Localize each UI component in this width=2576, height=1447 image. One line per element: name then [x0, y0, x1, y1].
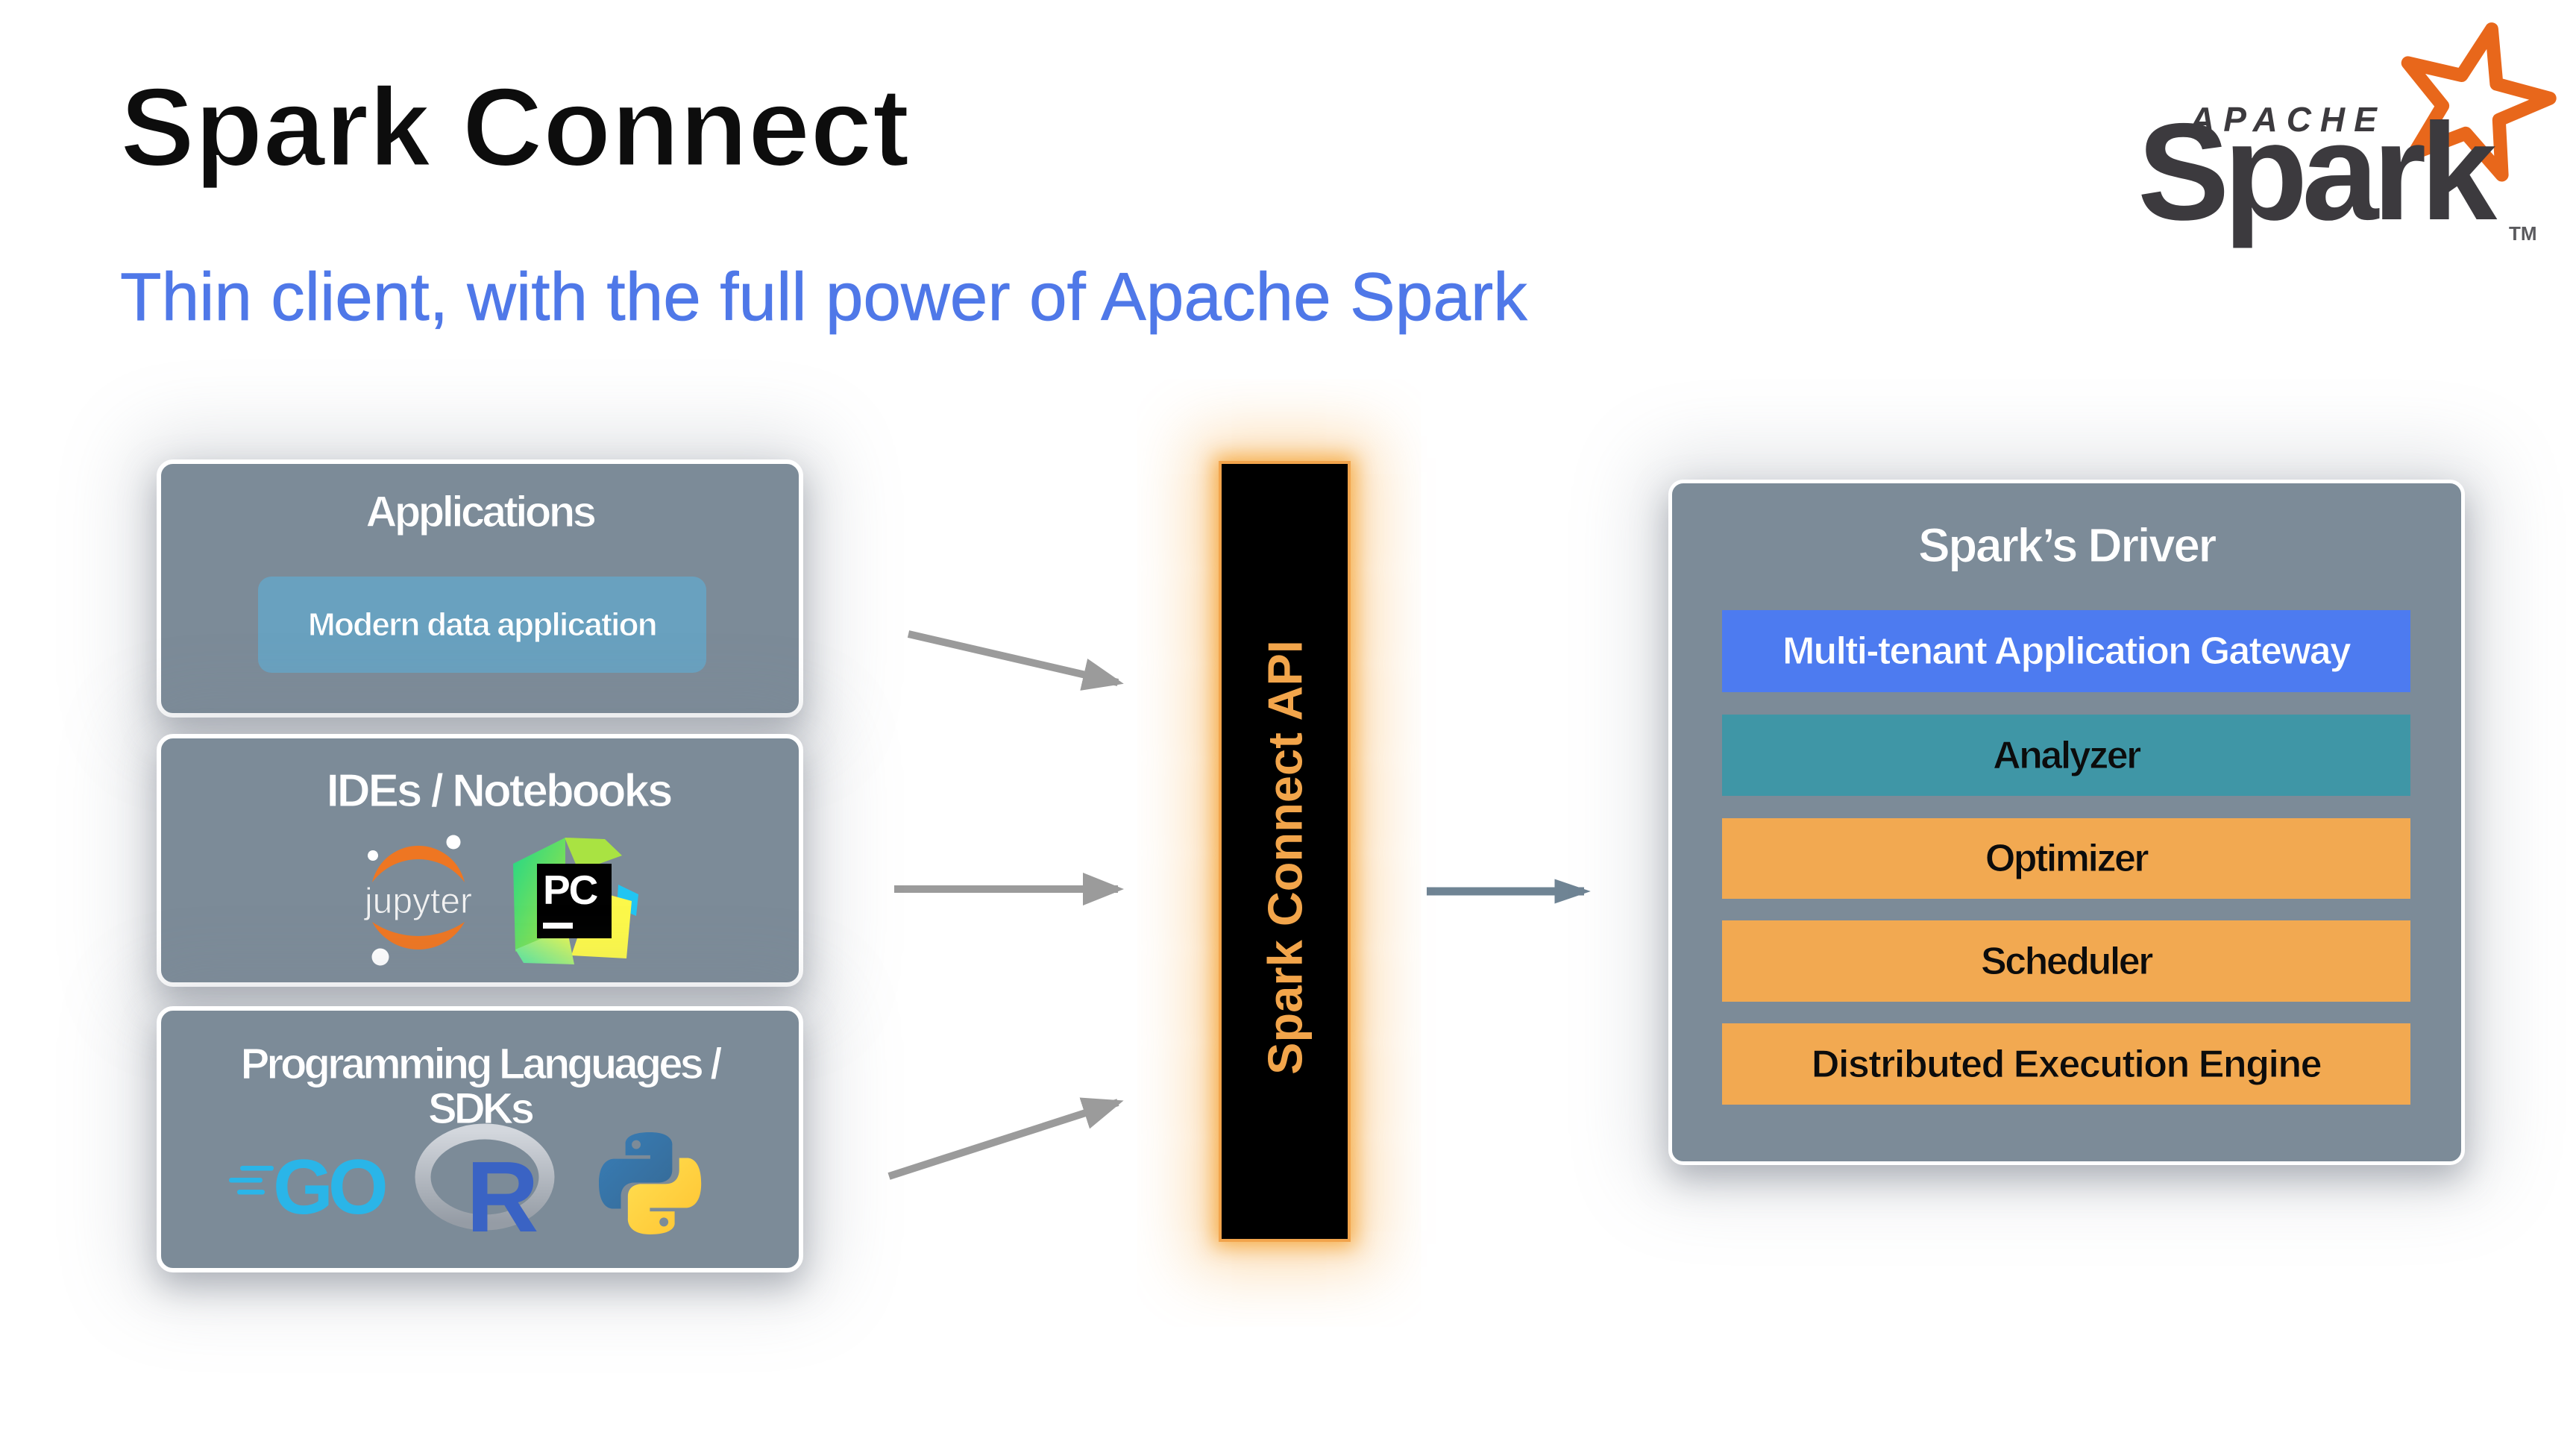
svg-text:R: R — [466, 1140, 539, 1253]
svg-text:jupyter: jupyter — [363, 882, 472, 921]
svg-text:TM: TM — [2509, 222, 2537, 245]
svg-text:PC: PC — [543, 867, 598, 913]
svg-text:GO: GO — [273, 1144, 386, 1231]
svg-text:Spark: Spark — [2137, 95, 2498, 249]
svg-text:APACHE: APACHE — [2189, 100, 2386, 139]
